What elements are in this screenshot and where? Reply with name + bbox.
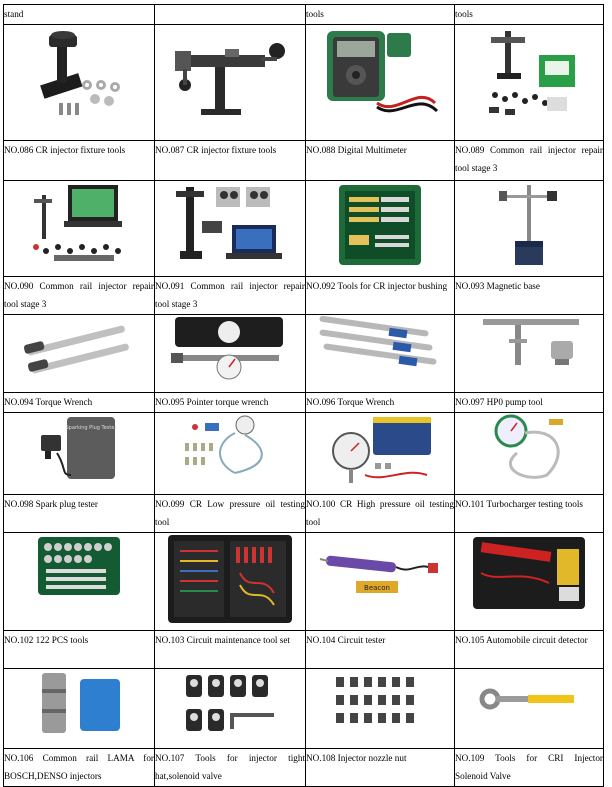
image-cell — [154, 180, 306, 277]
caption-cell: NO.106 Common rail LAMA for BOSCH,DENSO … — [3, 748, 155, 787]
high-pressure-gauge-box-image — [325, 413, 435, 489]
image-cell — [305, 412, 455, 495]
caption-cell: NO.098 Spark plug tester — [3, 494, 155, 533]
image-row — [3, 24, 604, 141]
image-cell — [3, 24, 155, 141]
image-cell — [154, 532, 306, 631]
tools-catalog-table: stand tools tools — [3, 4, 604, 787]
table-row: NO.090 Common rail injector repair tool … — [3, 276, 604, 315]
image-row: Sparking Plug Tester — [3, 412, 604, 495]
image-row — [3, 668, 604, 749]
image-cell — [3, 532, 155, 631]
torque-wrenches-image — [16, 315, 142, 375]
image-cell — [454, 24, 604, 141]
caption-cell: NO.107 Tools for injector tight hat,sole… — [154, 748, 306, 787]
caption-cell: NO.104 Circuit tester — [305, 630, 455, 669]
caption-cell: tools — [454, 4, 604, 25]
table-row: stand tools tools — [3, 4, 604, 25]
circuit-tester-probe-image: Beacon — [316, 533, 444, 603]
caption-cell: NO.086 CR injector fixture tools — [3, 140, 155, 181]
caption-cell: NO.108 Injector nozzle nut — [305, 748, 455, 787]
caption-cell: NO.103 Circuit maintenance tool set — [154, 630, 306, 669]
caption-cell: NO.097 HP0 pump tool — [454, 392, 604, 413]
table-row: NO.102 122 PCS tools NO.103 Circuit main… — [3, 630, 604, 669]
caption-cell: stand — [3, 4, 155, 25]
image-cell — [305, 668, 455, 749]
digital-multimeter-image — [317, 25, 443, 121]
svg-text:Beacon: Beacon — [364, 584, 390, 592]
turbo-gauge-image — [487, 413, 571, 483]
svg-text:Sparking Plug Tester: Sparking Plug Tester — [66, 425, 118, 431]
caption-cell: NO.095 Pointer torque wrench — [154, 392, 306, 413]
image-cell — [154, 412, 306, 495]
spark-plug-tester-image: Sparking Plug Tester — [37, 413, 121, 483]
caption-cell: NO.102 122 PCS tools — [3, 630, 155, 669]
caption-cell: NO.091 Common rail injector repair tool … — [154, 276, 306, 315]
injector-fixture-stand-image — [29, 25, 129, 125]
image-cell — [305, 180, 455, 277]
repair-kit-laptop-image — [166, 181, 294, 269]
image-cell — [454, 180, 604, 277]
image-cell — [454, 532, 604, 631]
caption-cell: NO.096 Torque Wrench — [305, 392, 455, 413]
caption-cell: NO.094 Torque Wrench — [3, 392, 155, 413]
caption-cell: NO.089 Common rail injector repair tool … — [454, 140, 604, 181]
image-cell — [3, 314, 155, 393]
image-row — [3, 180, 604, 277]
image-cell — [154, 668, 306, 749]
caption-cell: NO.101 Turbocharger testing tools — [454, 494, 604, 533]
image-cell — [454, 314, 604, 393]
image-row — [3, 314, 604, 393]
repair-kit-monitor-image — [24, 181, 134, 267]
solenoid-wrench-image — [474, 669, 584, 729]
bushing-tool-case-image — [335, 181, 425, 269]
image-cell — [3, 668, 155, 749]
caption-cell: NO.092 Tools for CR injector bushing — [305, 276, 455, 315]
caption-cell: tools — [305, 4, 455, 25]
image-cell — [305, 24, 455, 141]
caption-cell: NO.090 Common rail injector repair tool … — [3, 276, 155, 315]
caption-cell: NO.093 Magnetic base — [454, 276, 604, 315]
injector-fixture-clamp-image — [165, 25, 295, 125]
tight-hat-tools-image — [178, 669, 282, 741]
caption-cell: NO.099 CR Low pressure oil testing tool — [154, 494, 306, 533]
image-cell: Beacon — [305, 532, 455, 631]
socket-set-case-image — [34, 533, 124, 599]
circuit-detector-kit-image — [469, 533, 589, 613]
table-row: NO.098 Spark plug tester NO.099 CR Low p… — [3, 494, 604, 533]
table-row: NO.106 Common rail LAMA for BOSCH,DENSO … — [3, 748, 604, 787]
image-cell: Sparking Plug Tester — [3, 412, 155, 495]
caption-cell: NO.088 Digital Multimeter — [305, 140, 455, 181]
image-cell — [154, 24, 306, 141]
image-cell — [154, 314, 306, 393]
image-cell — [454, 668, 604, 749]
caption-cell — [154, 4, 306, 25]
repair-tool-stage3-kit-image — [475, 25, 583, 123]
caption-cell: NO.100 CR High pressure oil testing tool — [305, 494, 455, 533]
hp0-pump-tool-image — [469, 315, 589, 371]
caption-cell: NO.105 Automobile circuit detector — [454, 630, 604, 669]
lama-tool-image — [32, 669, 126, 739]
pointer-torque-wrench-image — [165, 315, 295, 387]
digital-torque-wrenches-image — [313, 315, 447, 369]
image-cell — [3, 180, 155, 277]
nozzle-nuts-image — [328, 669, 432, 739]
table-row: NO.094 Torque Wrench NO.095 Pointer torq… — [3, 392, 604, 413]
image-cell — [305, 314, 455, 393]
caption-cell: NO.087 CR injector fixture tools — [154, 140, 306, 181]
table-row: NO.086 CR injector fixture tools NO.087 … — [3, 140, 604, 181]
image-row: Beacon — [3, 532, 604, 631]
low-pressure-gauge-image — [175, 413, 285, 483]
caption-cell: NO.109 Tools for CRI Injector Solenoid V… — [454, 748, 604, 787]
image-cell — [454, 412, 604, 495]
magnetic-base-image — [489, 181, 569, 271]
circuit-tool-case-image — [166, 533, 294, 625]
